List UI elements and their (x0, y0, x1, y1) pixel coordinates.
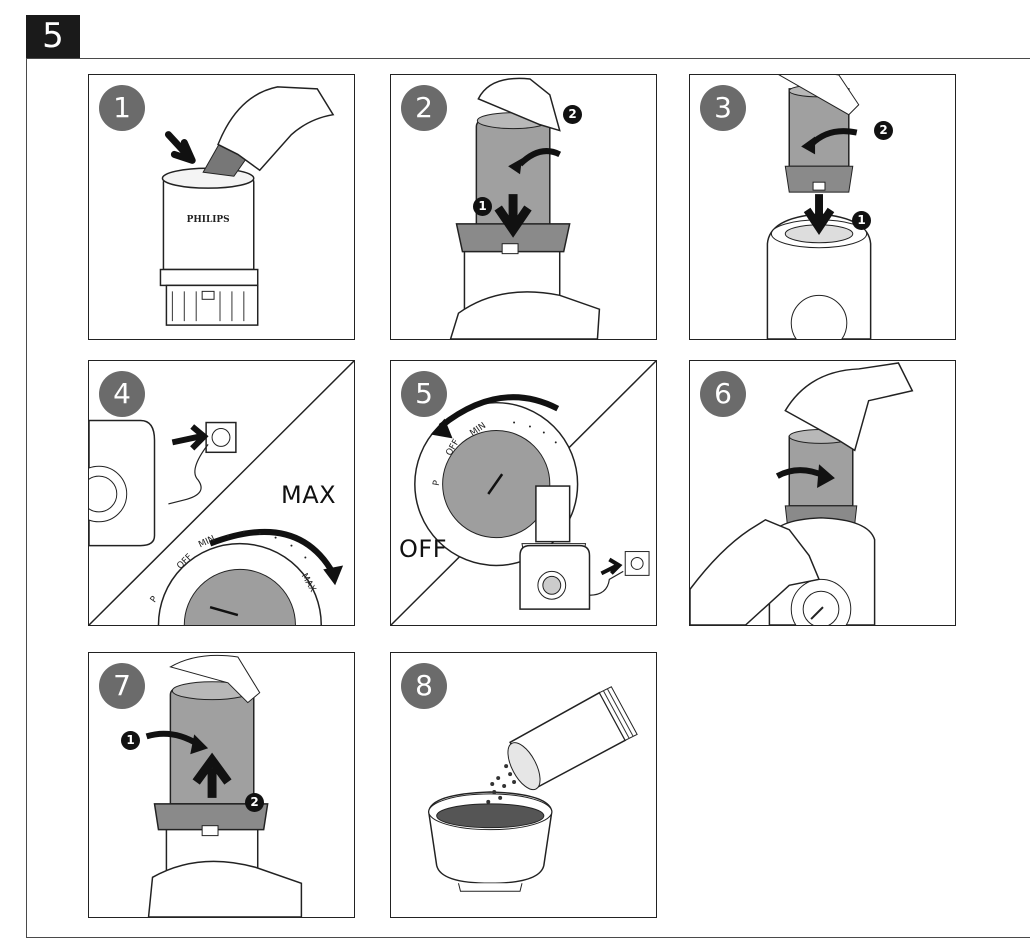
step-7-substep-a: 1 (121, 731, 140, 750)
step-2-badge: 2 (401, 85, 447, 131)
section-number-badge: 5 (26, 15, 80, 58)
step-5-badge: 5 (401, 371, 447, 417)
step-8-panel: 8 (390, 652, 657, 918)
step-5-setting-label: OFF (399, 535, 447, 563)
step-3-substep-b: 2 (874, 121, 893, 140)
step-1-panel: PHILIPS 1 (88, 74, 355, 340)
step-4-panel: P OFF MIN MAX 4 MAX (88, 360, 355, 626)
step-3-panel: 3 1 2 (689, 74, 956, 340)
step-5-panel: P OFF MIN 5 OFF (390, 360, 657, 626)
step-6-badge: 6 (700, 371, 746, 417)
step-8-badge: 8 (401, 663, 447, 709)
step-1-badge: 1 (99, 85, 145, 131)
step-4-setting-label: MAX (281, 481, 336, 509)
step-3-substep-a: 1 (852, 211, 871, 230)
step-2-substep-a: 1 (473, 197, 492, 216)
step-2-substep-b: 2 (563, 105, 582, 124)
step-7-badge: 7 (99, 663, 145, 709)
step-7-substep-b: 2 (245, 793, 264, 812)
step-2-panel: 2 1 2 (390, 74, 657, 340)
step-7-panel: 7 1 2 (88, 652, 355, 918)
step-4-badge: 4 (99, 371, 145, 417)
dial-pulse-label: P (149, 594, 161, 605)
step-3-badge: 3 (700, 85, 746, 131)
brand-logo: PHILIPS (187, 215, 230, 225)
step-6-panel: 6 (689, 360, 956, 626)
